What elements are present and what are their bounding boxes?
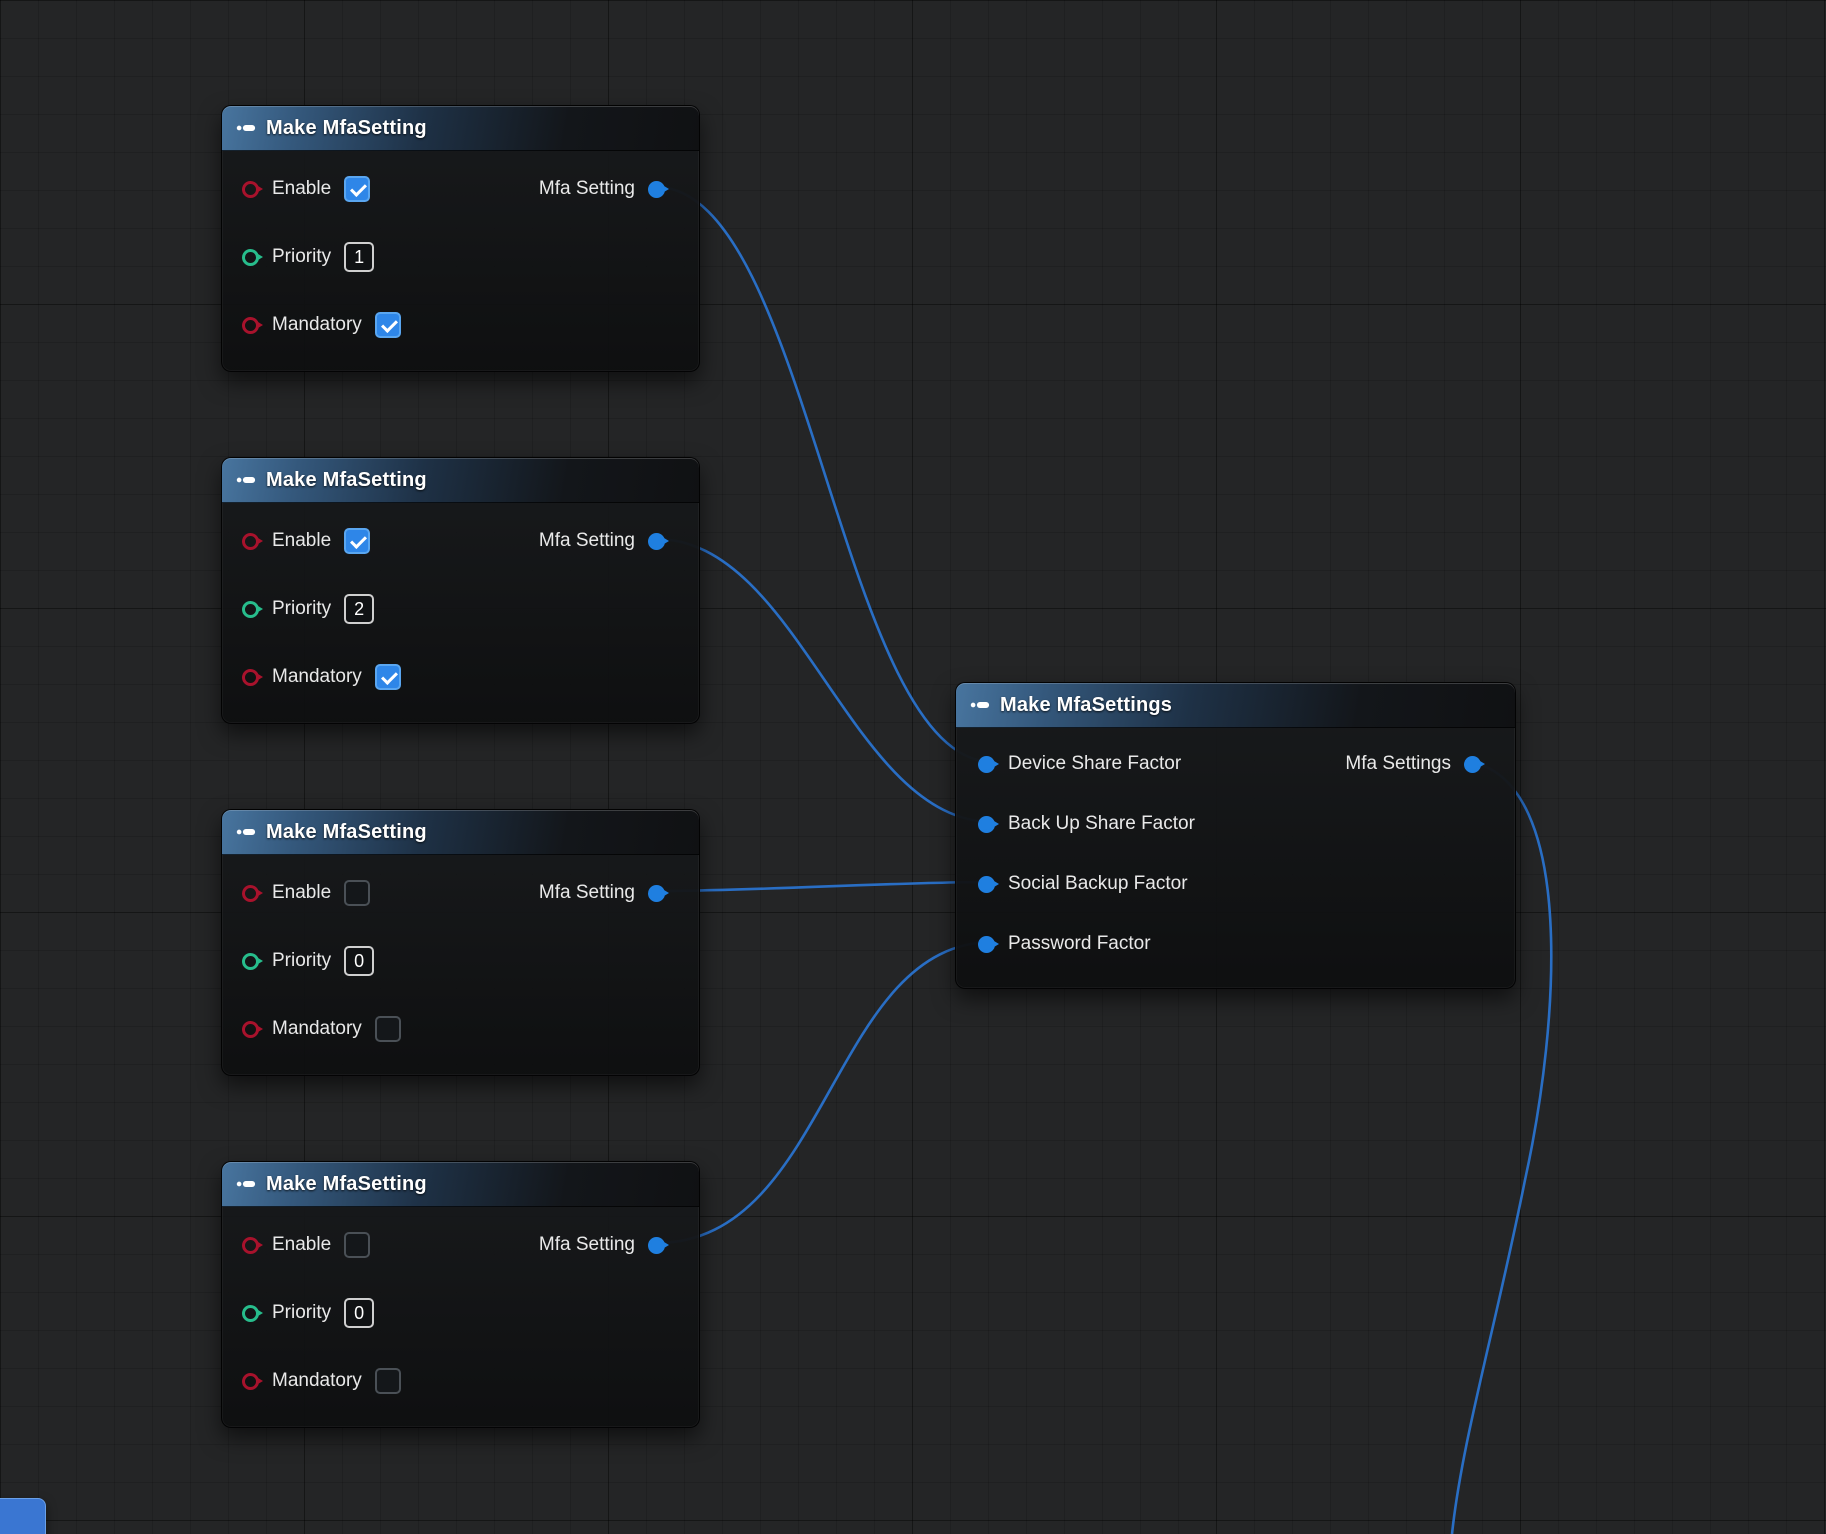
mfa-setting-output-label: Mfa Setting bbox=[538, 178, 635, 199]
enable-pin[interactable] bbox=[242, 1236, 259, 1254]
node-header[interactable]: Make MfaSetting bbox=[222, 1162, 699, 1207]
wire-setting4-to-password bbox=[655, 940, 994, 1245]
mfa-setting-output-label: Mfa Setting bbox=[538, 882, 635, 903]
device-share-factor-pin[interactable] bbox=[978, 755, 995, 773]
node-title: Make MfaSetting bbox=[266, 1172, 427, 1195]
priority-label: Priority bbox=[272, 246, 332, 267]
priority-input[interactable]: 2 bbox=[344, 594, 375, 624]
make-struct-icon bbox=[236, 121, 256, 135]
make-struct-icon bbox=[970, 698, 990, 712]
enable-checkbox[interactable] bbox=[344, 1232, 371, 1258]
mandatory-checkbox[interactable] bbox=[374, 1368, 401, 1394]
enable-checkbox[interactable] bbox=[344, 176, 371, 202]
social-backup-factor-pin[interactable] bbox=[978, 875, 995, 893]
mandatory-pin[interactable] bbox=[242, 668, 259, 686]
priority-input[interactable]: 1 bbox=[344, 242, 375, 272]
mandatory-label: Mandatory bbox=[272, 1370, 362, 1391]
mfa-setting-output-pin[interactable] bbox=[648, 532, 665, 550]
enable-checkbox[interactable] bbox=[344, 528, 371, 554]
priority-pin[interactable] bbox=[242, 1304, 259, 1322]
priority-input[interactable]: 0 bbox=[344, 946, 375, 976]
mandatory-pin[interactable] bbox=[242, 1372, 259, 1390]
wire-setting2-to-backup-share bbox=[655, 537, 994, 824]
node-header[interactable]: Make MfaSetting bbox=[222, 106, 699, 151]
mandatory-label: Mandatory bbox=[272, 314, 362, 335]
make-struct-icon bbox=[236, 825, 256, 839]
node-header[interactable]: Make MfaSetting bbox=[222, 810, 699, 855]
enable-label: Enable bbox=[272, 530, 332, 551]
password-factor-label: Password Factor bbox=[1008, 933, 1151, 954]
priority-pin[interactable] bbox=[242, 600, 259, 618]
enable-label: Enable bbox=[272, 178, 332, 199]
mfa-settings-output-pin[interactable] bbox=[1464, 755, 1481, 773]
mandatory-label: Mandatory bbox=[272, 1018, 362, 1039]
partial-node-fragment[interactable] bbox=[0, 1498, 46, 1534]
mandatory-pin[interactable] bbox=[242, 1020, 259, 1038]
mfa-setting-output-pin[interactable] bbox=[648, 1236, 665, 1254]
mfa-setting-output-label: Mfa Setting bbox=[538, 1234, 635, 1255]
mfa-setting-output-label: Mfa Setting bbox=[538, 530, 635, 551]
backup-share-factor-label: Back Up Share Factor bbox=[1008, 813, 1195, 834]
make-mfasetting-node-3[interactable]: Make MfaSetting Enable Mfa Setting Prior… bbox=[221, 809, 700, 1076]
mandatory-pin[interactable] bbox=[242, 316, 259, 334]
mfa-setting-output-pin[interactable] bbox=[648, 180, 665, 198]
enable-label: Enable bbox=[272, 882, 332, 903]
device-share-factor-label: Device Share Factor bbox=[1008, 753, 1182, 774]
node-header[interactable]: Make MfaSetting bbox=[222, 458, 699, 503]
mfa-settings-output-label: Mfa Settings bbox=[1345, 753, 1451, 774]
wire-setting1-to-device-share bbox=[655, 185, 994, 764]
node-header[interactable]: Make MfaSettings bbox=[956, 683, 1515, 728]
enable-pin[interactable] bbox=[242, 532, 259, 550]
password-factor-pin[interactable] bbox=[978, 935, 995, 953]
mandatory-checkbox[interactable] bbox=[374, 664, 401, 690]
priority-pin[interactable] bbox=[242, 248, 259, 266]
mfa-setting-output-pin[interactable] bbox=[648, 884, 665, 902]
node-title: Make MfaSetting bbox=[266, 820, 427, 843]
make-mfasetting-node-4[interactable]: Make MfaSetting Enable Mfa Setting Prior… bbox=[221, 1161, 700, 1428]
enable-checkbox[interactable] bbox=[344, 880, 371, 906]
social-backup-factor-label: Social Backup Factor bbox=[1008, 873, 1188, 894]
make-struct-icon bbox=[236, 473, 256, 487]
priority-label: Priority bbox=[272, 598, 332, 619]
make-mfasetting-node-2[interactable]: Make MfaSetting Enable Mfa Setting Prior… bbox=[221, 457, 700, 724]
make-mfasettings-node[interactable]: Make MfaSettings Device Share Factor Mfa… bbox=[955, 682, 1516, 989]
backup-share-factor-pin[interactable] bbox=[978, 815, 995, 833]
wire-setting3-to-social-backup bbox=[655, 880, 994, 893]
make-mfasetting-node-1[interactable]: Make MfaSetting Enable Mfa Setting Prior… bbox=[221, 105, 700, 372]
node-title: Make MfaSettings bbox=[1000, 693, 1173, 716]
priority-pin[interactable] bbox=[242, 952, 259, 970]
mandatory-checkbox[interactable] bbox=[374, 312, 401, 338]
enable-label: Enable bbox=[272, 1234, 332, 1255]
mandatory-checkbox[interactable] bbox=[374, 1016, 401, 1042]
priority-label: Priority bbox=[272, 950, 332, 971]
priority-label: Priority bbox=[272, 1302, 332, 1323]
mandatory-label: Mandatory bbox=[272, 666, 362, 687]
enable-pin[interactable] bbox=[242, 180, 259, 198]
make-struct-icon bbox=[236, 1177, 256, 1191]
enable-pin[interactable] bbox=[242, 884, 259, 902]
node-title: Make MfaSetting bbox=[266, 468, 427, 491]
node-title: Make MfaSetting bbox=[266, 116, 427, 139]
priority-input[interactable]: 0 bbox=[344, 1298, 375, 1328]
